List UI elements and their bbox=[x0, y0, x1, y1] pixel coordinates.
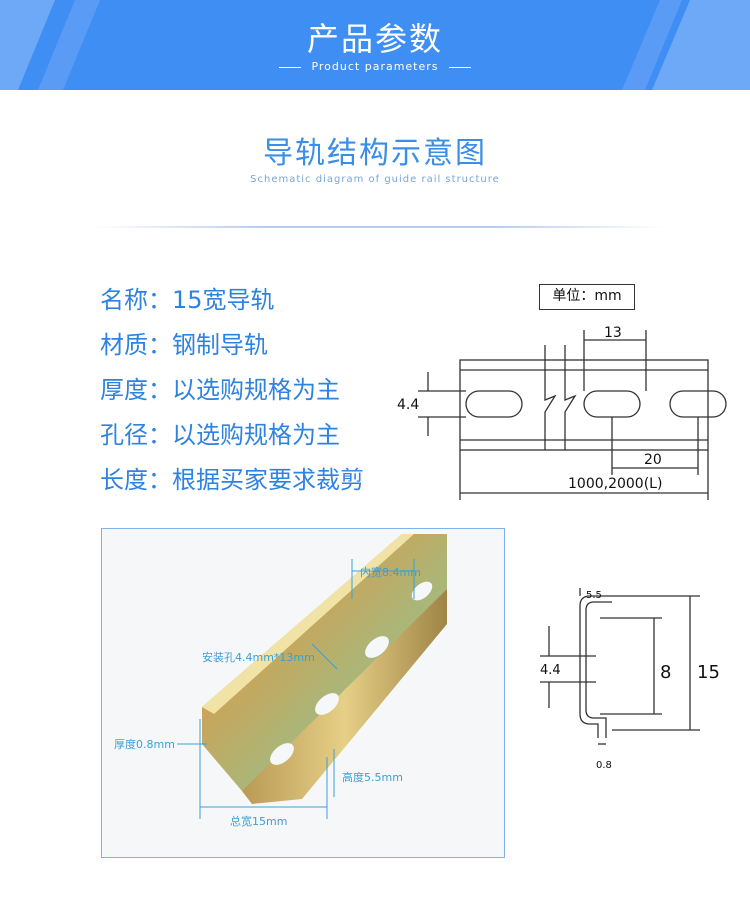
banner-stripes bbox=[0, 0, 750, 90]
slot-3 bbox=[669, 390, 727, 418]
photo-total-width: 总宽15mm bbox=[230, 814, 287, 828]
rail-photo: 内宽8.4mm 安装孔4.4mm*13mm 厚度0.8mm 高度5.5mm 总宽… bbox=[101, 528, 505, 858]
dim-lip: 5.5 bbox=[586, 590, 602, 601]
profile-inner bbox=[585, 601, 612, 738]
rail-photo-illustration: 内宽8.4mm 安装孔4.4mm*13mm 厚度0.8mm 高度5.5mm 总宽… bbox=[114, 534, 447, 828]
slot-2 bbox=[583, 390, 641, 418]
spec-row-thickness: 厚度：以选购规格为主 bbox=[100, 376, 340, 404]
dim-length: 1000,2000(L) bbox=[568, 476, 662, 492]
dim-hole-height: 4.4 bbox=[397, 397, 419, 413]
unit-label: 单位：mm bbox=[539, 284, 635, 310]
dim-total-height: 15 bbox=[697, 662, 720, 683]
photo-thickness: 厚度0.8mm bbox=[114, 737, 175, 751]
section-view bbox=[540, 588, 700, 745]
spec-list: 名称：15宽导轨 材质：钢制导轨 厚度：以选购规格为主 孔径：以选购规格为主 长… bbox=[100, 280, 364, 505]
photo-hole-size: 安装孔4.4mm*13mm bbox=[202, 650, 315, 664]
header-subtitle: Product parameters bbox=[0, 60, 750, 73]
slot-1 bbox=[465, 390, 523, 418]
header-title: 产品参数 bbox=[306, 20, 443, 58]
photo-inner-width: 内宽8.4mm bbox=[360, 565, 421, 579]
section-divider bbox=[95, 226, 665, 228]
profile-outer bbox=[579, 595, 612, 738]
dim-section-hole: 4.4 bbox=[540, 663, 561, 678]
dim-pitch: 13 bbox=[604, 325, 622, 341]
subtitle-left-line bbox=[279, 66, 302, 68]
photo-height: 高度5.5mm bbox=[342, 770, 403, 784]
subtitle-right-line bbox=[448, 66, 471, 68]
dim-inner-height: 8 bbox=[660, 662, 671, 683]
section-title: 导轨结构示意图 bbox=[263, 136, 487, 171]
spec-row-length: 长度：根据买家要求裁剪 bbox=[100, 466, 364, 494]
top-view bbox=[418, 330, 727, 500]
header-banner: 产品参数 Product parameters bbox=[0, 0, 750, 90]
header-subtitle-text: Product parameters bbox=[311, 60, 439, 73]
spec-row-hole: 孔径：以选购规格为主 bbox=[100, 421, 340, 449]
dim-spacing: 20 bbox=[644, 452, 662, 468]
spec-row-name: 名称：15宽导轨 bbox=[100, 286, 275, 314]
dim-thickness: 0.8 bbox=[596, 760, 612, 771]
section-subtitle: Schematic diagram of guide rail structur… bbox=[250, 174, 500, 185]
spec-row-material: 材质：钢制导轨 bbox=[100, 331, 268, 359]
